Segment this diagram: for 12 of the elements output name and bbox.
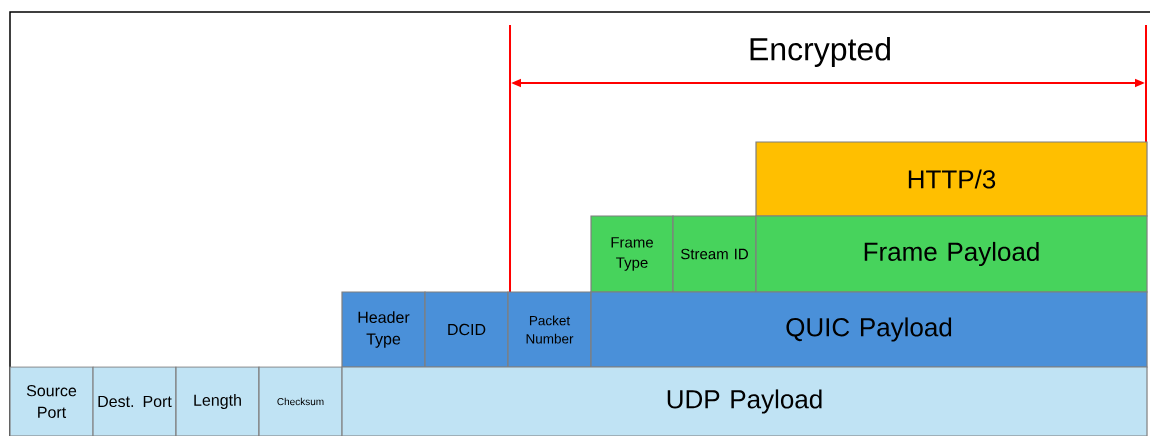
field-box: Frame Type <box>590 215 674 293</box>
field-box: Packet Number <box>507 291 592 368</box>
field-box: Dest. Port <box>92 366 177 436</box>
field-box: Header Type <box>341 291 426 368</box>
field-box: DCID <box>424 291 509 368</box>
dimension-label: Encrypted <box>750 37 890 67</box>
field-box: Source Port <box>9 366 94 436</box>
field-box: Checksum <box>258 366 343 436</box>
field-box: HTTP/3 <box>755 141 1148 217</box>
field-box: Stream ID <box>672 215 757 293</box>
field-box: Length <box>175 366 260 436</box>
node-label: Checksum <box>277 397 324 406</box>
